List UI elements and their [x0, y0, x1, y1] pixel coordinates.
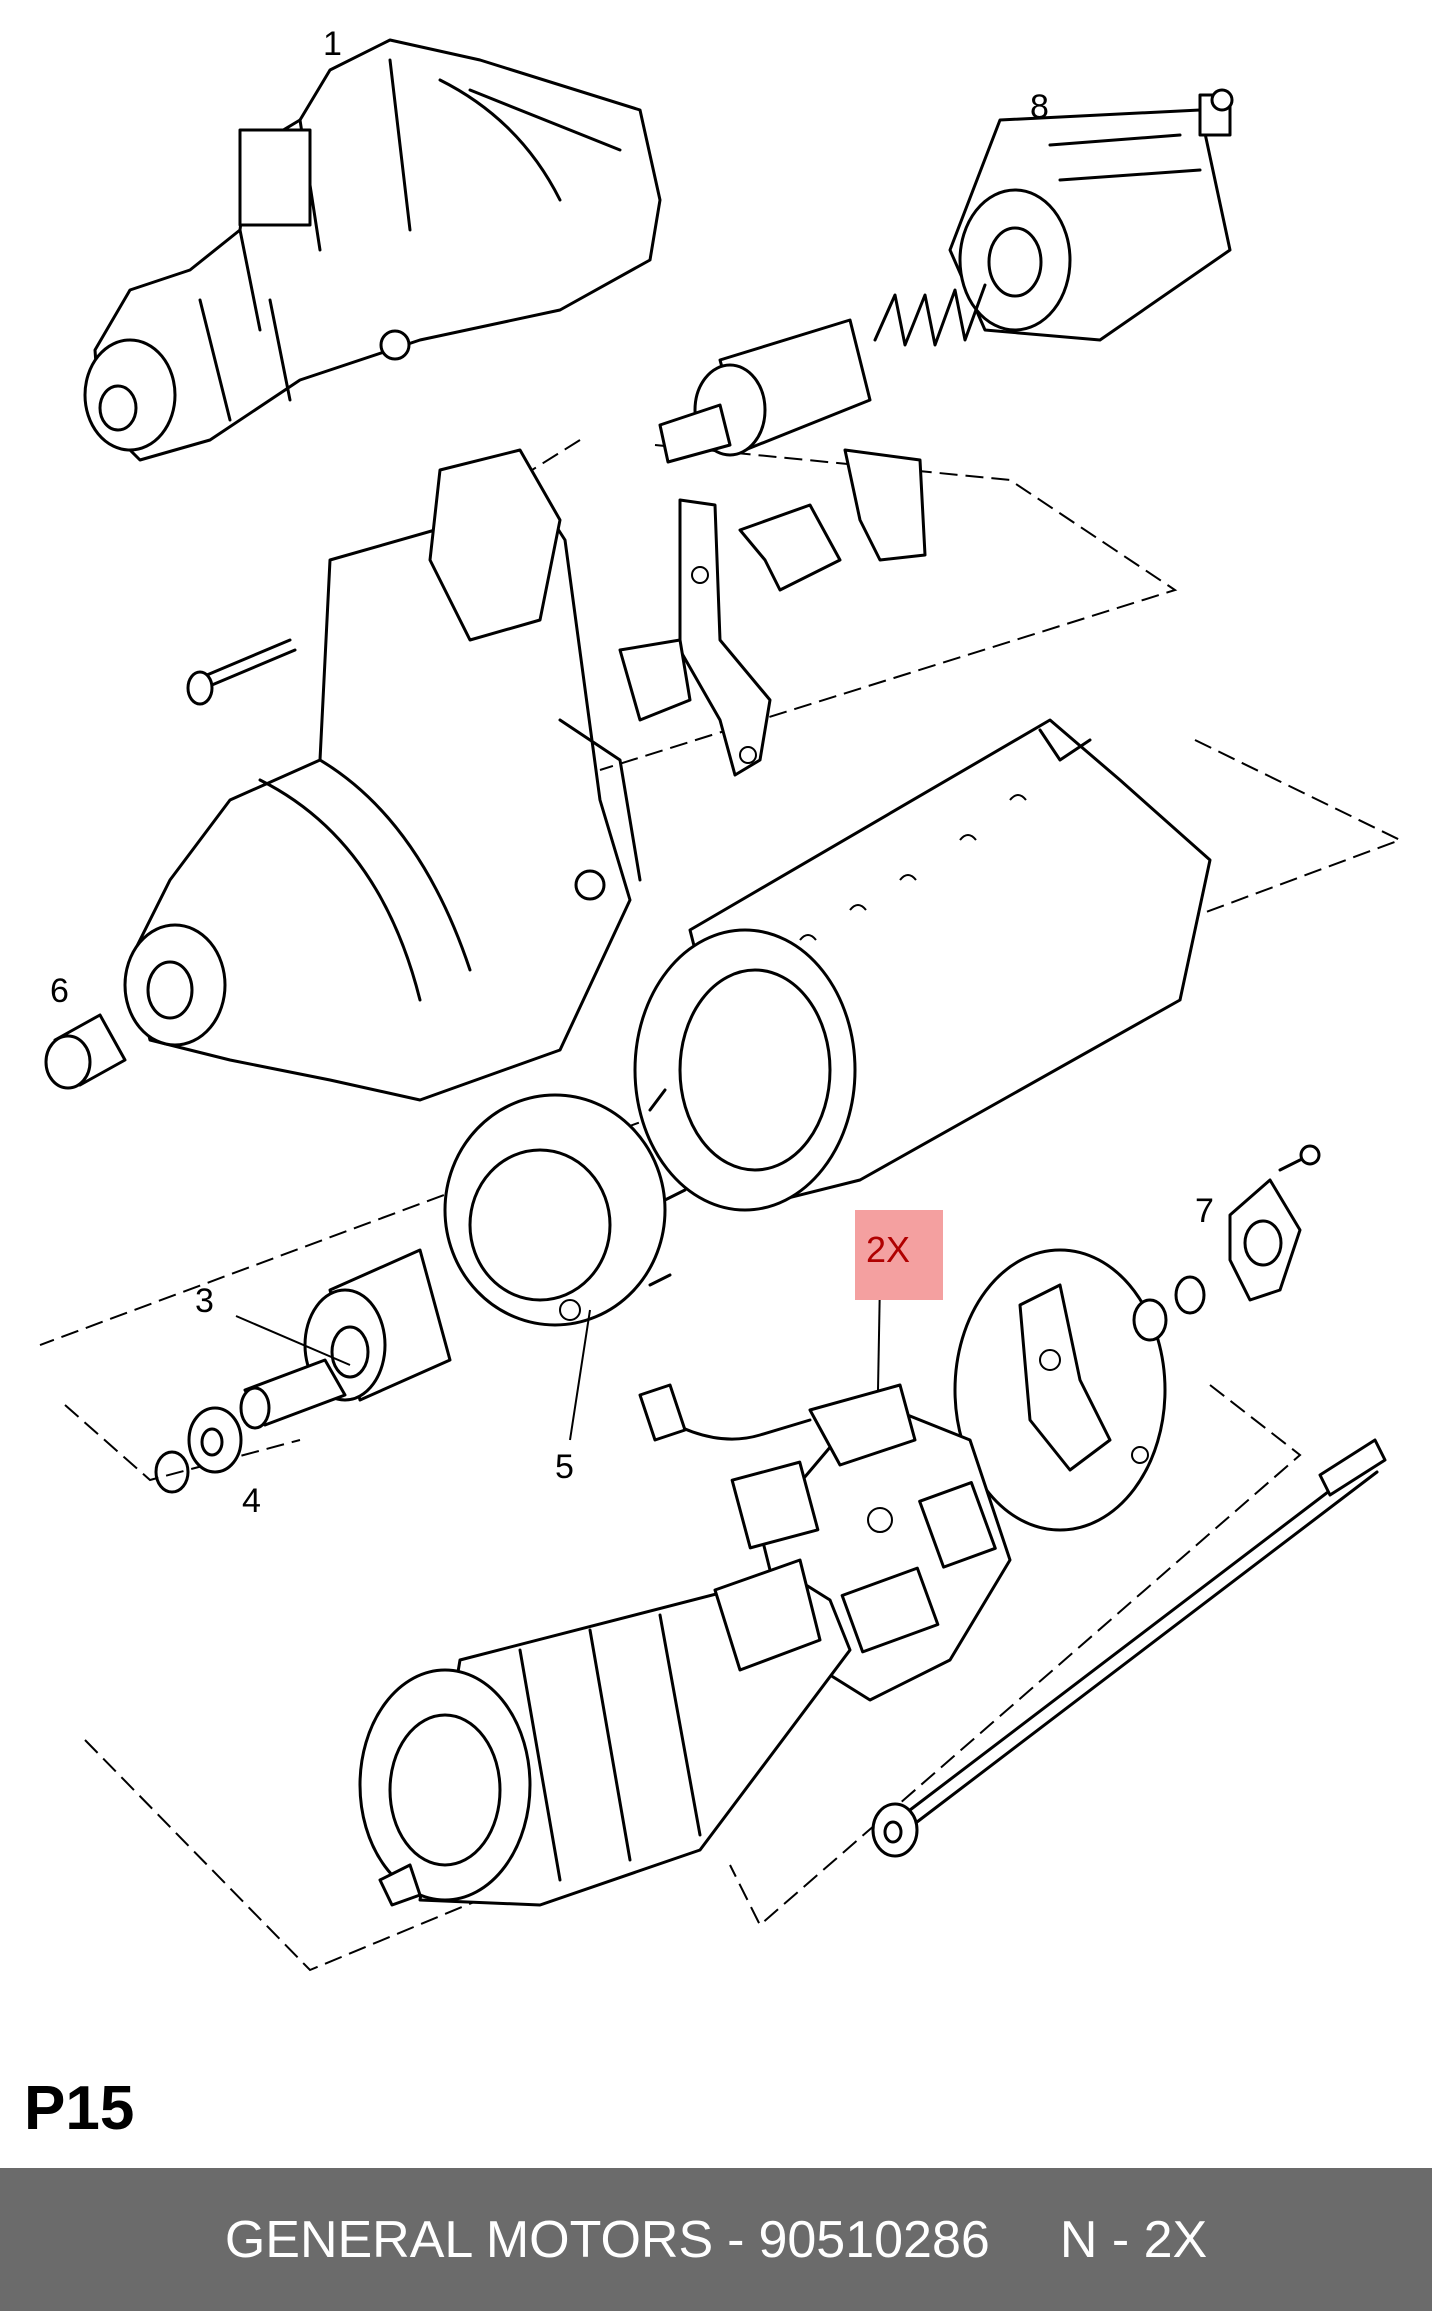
- footer-part-number: 90510286: [758, 2210, 990, 2269]
- assembly-guide-lines: [39, 439, 1403, 1972]
- housing-bolt: [186, 638, 297, 706]
- callout-5: 5: [555, 1448, 574, 1486]
- part-8-solenoid: [948, 88, 1234, 342]
- page-code: P15: [24, 2074, 135, 2143]
- solenoid-spring-plunger: [658, 283, 987, 464]
- armature: [358, 1558, 852, 1907]
- through-bolt: [871, 1438, 1387, 1858]
- highlight-box: [855, 1210, 943, 1300]
- yoke-rivets: [799, 794, 1027, 941]
- footer-quantity: N - 2X: [1059, 2210, 1208, 2269]
- callout-7: 7: [1195, 1192, 1214, 1230]
- callout-labels: 1 8 6 3 4 5 7: [50, 25, 1214, 1520]
- drive-end-housing: [123, 448, 642, 1102]
- cover-washers: [1132, 1275, 1206, 1342]
- footer-bar: GENERAL MOTORS - 90510286 N - 2X: [0, 2168, 1432, 2311]
- commutator-end-cover: [953, 1248, 1167, 1532]
- retaining-ring: [154, 1450, 190, 1494]
- callout-2x: 2X: [866, 1229, 910, 1270]
- part-5-gear-carrier: [443, 1088, 687, 1327]
- terminal-bracket: [738, 448, 927, 592]
- part-4-washer: [187, 1406, 243, 1474]
- part-6-bushing: [44, 1013, 127, 1090]
- yoke-field-frame: [633, 718, 1212, 1212]
- fork-lever: [618, 498, 772, 777]
- callout-3: 3: [195, 1282, 214, 1320]
- footer-brand: GENERAL MOTORS: [224, 2210, 714, 2269]
- pinion-sleeve: [239, 1358, 347, 1430]
- callout-6: 6: [50, 972, 69, 1010]
- callout-2x-highlight: 2X: [855, 1210, 943, 1300]
- callout-1: 1: [323, 25, 342, 63]
- starter-motor-exploded-diagram: 1 8 6 3 4 5 7 2X: [39, 25, 1403, 1972]
- part-7-end-plate: [1228, 1144, 1321, 1302]
- callout-4: 4: [242, 1482, 261, 1520]
- footer-separator: -: [727, 2210, 745, 2269]
- part-1-starter-assembly: [83, 38, 662, 462]
- callout-8: 8: [1030, 88, 1049, 126]
